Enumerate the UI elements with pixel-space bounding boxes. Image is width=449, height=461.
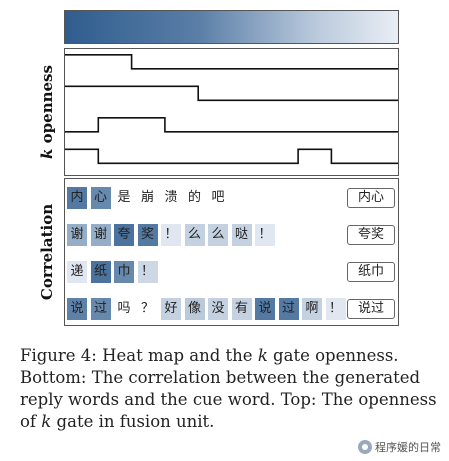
heat-token: 奖 — [137, 224, 158, 246]
figure-caption: Figure 4: Heat map and the k gate openne… — [20, 345, 440, 433]
heat-token: 没 — [208, 298, 228, 320]
gate-line-3 — [65, 117, 398, 133]
caption-part-3: gate in fusion unit. — [51, 412, 215, 431]
heat-token: 是 — [117, 190, 131, 205]
correlation-row: 谢谢夸奖！么么哒！夸奖 — [65, 224, 398, 246]
heat-token: 吧 — [211, 190, 225, 205]
gate-line-1 — [65, 54, 398, 70]
correlation-row: 递纸巾！纸巾 — [65, 261, 398, 283]
cue-word-box: 说过 — [347, 299, 395, 319]
heat-token: ！ — [137, 261, 158, 283]
heat-token: 么 — [208, 224, 228, 246]
heat-token: ？ — [140, 301, 154, 316]
watermark: 程序媛的日常 — [358, 439, 441, 455]
cue-word-box: 内心 — [347, 188, 395, 208]
gate-line-4 — [65, 148, 398, 165]
gate-line-2 — [65, 85, 398, 102]
heat-token: 好 — [161, 298, 181, 320]
heat-token: ！ — [255, 224, 275, 246]
wechat-icon — [358, 440, 372, 454]
gate-axis-label: k openness — [38, 65, 56, 159]
heat-token: 夸 — [114, 224, 134, 246]
heat-token: 谢 — [90, 224, 111, 246]
heat-gradient-bar — [64, 10, 399, 44]
cue-word-box: 夸奖 — [347, 225, 395, 245]
caption-k-1: k — [257, 346, 268, 365]
heat-token: 巾 — [114, 261, 134, 283]
watermark-text: 程序媛的日常 — [375, 441, 441, 454]
heat-token: 纸 — [90, 261, 111, 283]
heat-token: 哒 — [231, 224, 252, 246]
heat-token: 过 — [90, 298, 111, 320]
heat-token: 递 — [67, 261, 87, 283]
heat-token: 么 — [184, 224, 205, 246]
cue-word-box: 纸巾 — [347, 262, 395, 282]
heat-token: ！ — [161, 224, 181, 246]
correlation-row: 说过吗？好像没有说过啊！说过 — [65, 298, 398, 320]
correlation-axis-label: Correlation — [38, 203, 56, 301]
correlation-row: 内心是崩溃的吧内心 — [65, 187, 398, 209]
gate-openness-panel — [64, 48, 399, 176]
heat-token: 吗 — [117, 301, 131, 316]
heat-token: 谢 — [67, 224, 87, 246]
caption-part-2: gate openness. Bottom: The correlation b… — [20, 346, 437, 431]
heat-token: 溃 — [164, 190, 178, 205]
heat-token: 崩 — [140, 190, 154, 205]
heat-token: 说 — [255, 298, 275, 320]
caption-part-1: Figure 4: Heat map and the — [20, 346, 258, 365]
heat-token: 啊 — [302, 298, 322, 320]
heat-token: 心 — [90, 187, 111, 209]
gate-axis-label-k: k — [38, 148, 56, 159]
heat-token: ！ — [325, 298, 346, 320]
heat-token: 有 — [231, 298, 252, 320]
heat-token: 的 — [187, 190, 201, 205]
heat-token: 说 — [67, 298, 87, 320]
caption-k-2: k — [41, 412, 52, 431]
heat-token: 过 — [278, 298, 299, 320]
correlation-panel: 内心是崩溃的吧内心谢谢夸奖！么么哒！夸奖递纸巾！纸巾说过吗？好像没有说过啊！说过 — [64, 178, 399, 326]
heat-token: 内 — [67, 187, 87, 209]
gate-openness-plot — [65, 54, 398, 165]
gate-axis-label-text: openness — [38, 65, 56, 149]
heat-token: 像 — [184, 298, 205, 320]
